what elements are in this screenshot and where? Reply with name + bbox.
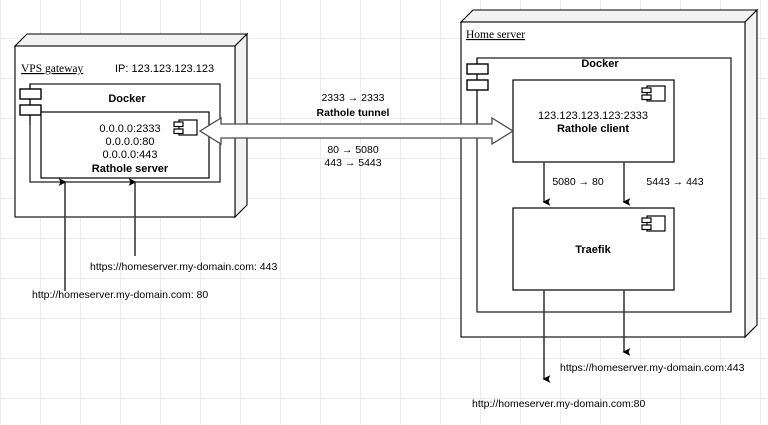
- tunnel-name: Rathole tunnel: [317, 107, 390, 119]
- traefik-node[interactable]: Traefik: [512, 207, 675, 291]
- home-https-endpoint: https://homeserver.my-domain.com:443: [560, 362, 745, 374]
- home-server-top-face: [459, 9, 759, 23]
- tunnel-top-ports: 2333 → 2333: [321, 92, 384, 104]
- mapping-http-label: 5080 → 80: [552, 176, 604, 188]
- vps-gateway-top-face: [13, 33, 249, 47]
- home-docker-label: Docker: [581, 58, 619, 70]
- uml-component-icon: [173, 119, 198, 136]
- home-http-endpoint: http://homeserver.my-domain.com:80: [472, 398, 645, 410]
- docker-port-stack-icon: [19, 84, 42, 125]
- home-server-node[interactable]: Home server Docker 123.123.12: [459, 8, 759, 339]
- vps-gateway-label: VPS gateway: [21, 63, 84, 75]
- tunnel-bottom-ports-http: 80 → 5080: [327, 144, 379, 156]
- vps-http-endpoint: http://homeserver.my-domain.com: 80: [32, 289, 208, 301]
- rathole-tunnel-arrow: [198, 116, 515, 146]
- rathole-server-line3: 0.0.0.0:443: [102, 149, 157, 161]
- rathole-server-name: Rathole server: [92, 163, 169, 175]
- traefik-name: Traefik: [575, 244, 611, 256]
- rathole-client-address: 123.123.123.123:2333: [538, 110, 648, 122]
- home-server-right-face: [744, 8, 758, 339]
- mapping-https-label: 5443 → 443: [646, 176, 703, 188]
- vps-gateway-ip: IP: 123.123.123.123: [115, 63, 214, 75]
- rathole-client-node[interactable]: 123.123.123.123:2333 Rathole client: [512, 79, 675, 163]
- vps-gateway-node[interactable]: VPS gateway IP: 123.123.123.123 Docker: [13, 32, 249, 219]
- uml-component-icon: [641, 85, 666, 102]
- vps-https-endpoint: https://homeserver.my-domain.com: 443: [90, 261, 277, 273]
- home-server-label: Home server: [466, 29, 525, 41]
- tunnel-bottom-ports-https: 443 → 5443: [324, 157, 381, 169]
- uml-component-icon: [641, 215, 666, 232]
- rathole-server-line1: 0.0.0.0:2333: [99, 123, 160, 135]
- rathole-server-line2: 0.0.0.0:80: [106, 136, 155, 148]
- docker-port-stack-icon: [466, 58, 489, 128]
- vps-docker-label: Docker: [108, 93, 146, 105]
- rathole-server-node[interactable]: 0.0.0.0:2333 0.0.0.0:80 0.0.0.0:443 Rath…: [40, 111, 210, 179]
- rathole-client-name: Rathole client: [557, 123, 629, 135]
